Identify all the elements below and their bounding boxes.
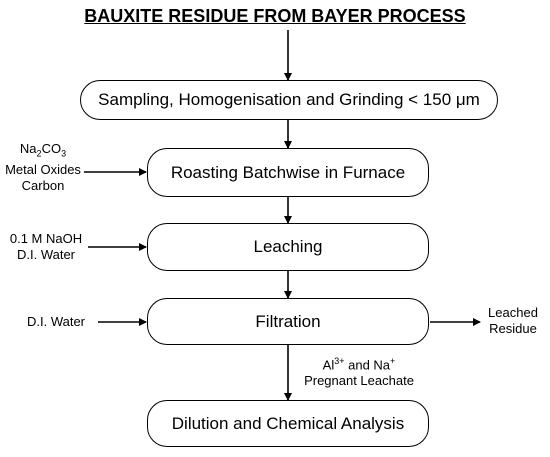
di-water-leaching-label: D.I. Water — [16, 247, 76, 262]
step-sampling: Sampling, Homogenisation and Grinding < … — [80, 80, 498, 120]
step-dilution-label: Dilution and Chemical Analysis — [171, 413, 405, 433]
naoh-label: 0.1 M NaOH — [9, 231, 83, 246]
residue-output: Leached Residue — [482, 305, 544, 337]
residue-label: Residue — [489, 321, 537, 336]
step-dilution: Dilution and Chemical Analysis — [147, 400, 429, 447]
carbon-label: Carbon — [21, 177, 65, 193]
na2co3-label: Na2CO3 — [19, 141, 67, 159]
di-water-filtration-label: D.I. Water — [26, 314, 86, 329]
diagram-title: BAUXITE RESIDUE FROM BAYER PROCESS — [84, 6, 466, 26]
leached-label: Leached — [488, 305, 538, 320]
filtration-inputs: D.I. Water — [14, 314, 98, 330]
roasting-inputs: Na2CO3 Metal Oxides Carbon — [0, 141, 86, 194]
leaching-inputs: 0.1 M NaOH D.I. Water — [4, 231, 88, 263]
pregnant-leachate-label: Pregnant Leachate — [304, 373, 414, 389]
step-roasting-label: Roasting Batchwise in Furnace — [170, 162, 406, 182]
step-filtration: Filtration — [147, 298, 429, 345]
step-roasting: Roasting Batchwise in Furnace — [147, 148, 429, 197]
step-leaching-label: Leaching — [253, 237, 323, 256]
step-sampling-label: Sampling, Homogenisation and Grinding < … — [98, 90, 480, 109]
step-leaching: Leaching — [147, 223, 429, 271]
metal-oxides-label: Metal Oxides — [5, 161, 81, 177]
step-filtration-label: Filtration — [255, 311, 321, 331]
ions-label: Al3+ and Na+ — [322, 356, 396, 373]
leachate-output: Al3+ and Na+ Pregnant Leachate — [292, 353, 426, 389]
